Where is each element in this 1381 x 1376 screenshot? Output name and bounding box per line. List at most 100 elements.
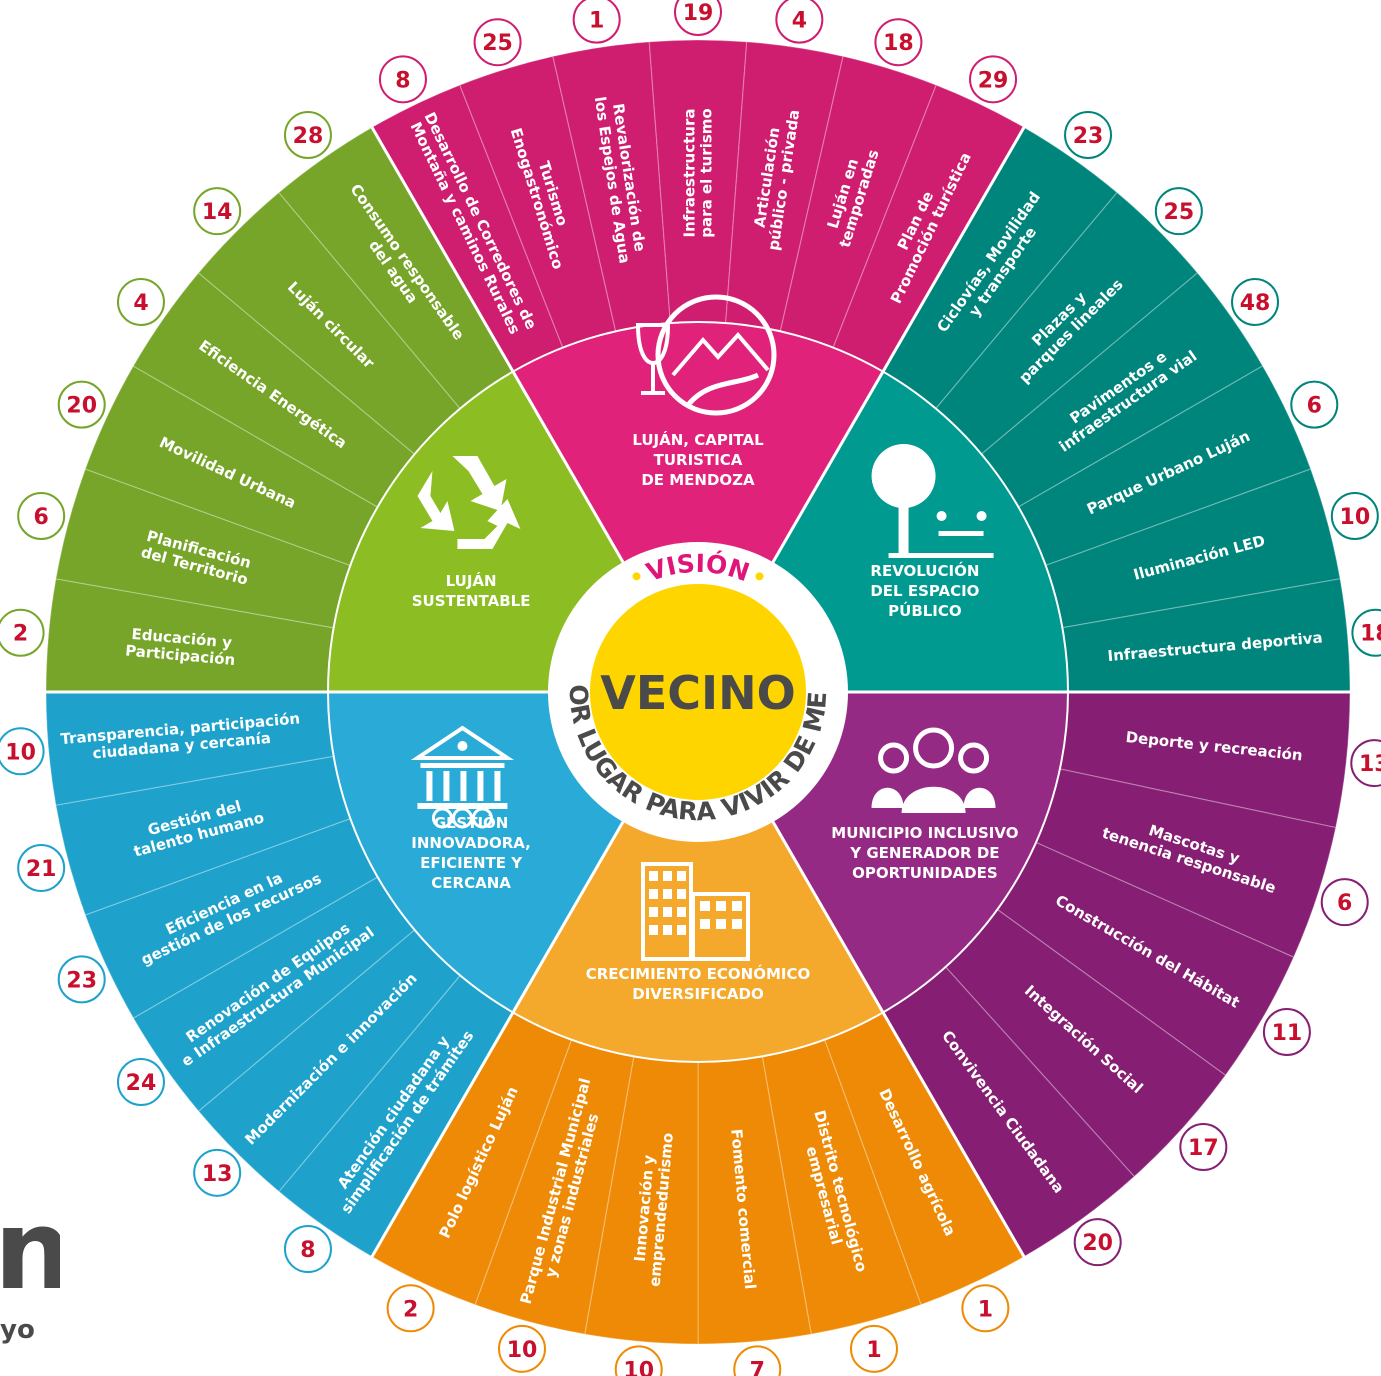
sector-title-line: DEL ESPACIO [870, 582, 979, 600]
sector-title-line: GESTIÓN [434, 813, 508, 832]
count-badge [17, 492, 66, 541]
count-badge [473, 18, 522, 67]
count-badge-value: 20 [1082, 1231, 1113, 1256]
count-badge-value: 10 [1340, 505, 1371, 530]
count-badge [733, 1345, 782, 1376]
count-badge-value: 1 [978, 1297, 993, 1322]
count-badge [849, 1324, 898, 1373]
sector-divider [370, 821, 625, 1258]
count-badge [1350, 739, 1381, 788]
count-badge [283, 110, 332, 159]
sector-title: LUJÁN, CAPITAL TURISTICA DE MENDOZA [632, 430, 764, 489]
count-badge-value: 2 [13, 622, 28, 647]
sector-economico [511, 689, 885, 1063]
count-badge [1064, 110, 1113, 159]
count-badge-value: 48 [1240, 291, 1271, 316]
count-badge-value: 4 [133, 291, 148, 316]
sector-title-line: OPORTUNIDADES [852, 864, 997, 882]
sector-turismo [511, 321, 885, 694]
sector-title-line: LUJÁN [446, 571, 497, 590]
item-label-line: Infraestructura [681, 109, 699, 238]
count-badge [17, 843, 66, 892]
count-badge [1179, 1123, 1228, 1172]
count-badge-value: 10 [623, 1358, 654, 1376]
count-badge-value: 10 [5, 740, 36, 765]
sector-title-line: CRECIMIENTO ECONÓMICO [586, 964, 811, 983]
count-badge [1154, 187, 1203, 236]
sector-title-line: LUJÁN, CAPITAL [632, 430, 764, 449]
count-badge [775, 0, 824, 44]
count-badge [572, 0, 621, 44]
sector-divider [771, 821, 1026, 1258]
tree-bench-icon [871, 444, 994, 558]
count-badge-value: 6 [34, 505, 49, 530]
count-badge [961, 1284, 1010, 1333]
buildings-icon [641, 862, 750, 961]
count-badge-value: 23 [1073, 124, 1104, 149]
count-badge [1320, 878, 1369, 927]
people-icon [871, 727, 996, 813]
count-badge-value: 23 [66, 968, 97, 993]
sector-title-line: SUSTENTABLE [412, 592, 531, 610]
count-badge [674, 0, 722, 36]
count-badge-value: 17 [1188, 1136, 1219, 1161]
count-badge [1262, 1008, 1311, 1056]
count-badge-value: 13 [202, 1162, 233, 1187]
count-badge-value: 11 [1272, 1021, 1303, 1046]
count-badge-value: 10 [507, 1338, 538, 1363]
logo-subtext: yo [0, 1315, 35, 1345]
sector-title-line: INNOVADORA, [411, 834, 531, 852]
sector-title-line: TURISTICA [654, 451, 743, 469]
count-badge [116, 1058, 165, 1107]
count-badge-value: 2 [403, 1297, 418, 1322]
sector-title: CRECIMIENTO ECONÓMICO DIVERSIFICADO [586, 964, 811, 1003]
count-badge [1073, 1218, 1122, 1267]
count-badge-value: 24 [126, 1071, 157, 1096]
count-badge-value: 25 [482, 31, 513, 56]
logo-fragment: n yo [0, 1190, 60, 1345]
count-badge-value: 28 [293, 124, 324, 149]
count-badge-value: 21 [26, 857, 57, 882]
count-badge-value: 6 [1307, 394, 1322, 419]
sector-divider [370, 126, 625, 563]
count-badge-value: 7 [750, 1358, 765, 1376]
count-badge [0, 608, 45, 657]
hub-core [590, 584, 806, 800]
count-badge-value: 14 [202, 200, 233, 225]
count-badge [1351, 608, 1381, 657]
decor-dot [632, 572, 641, 581]
sector-title-line: DE MENDOZA [641, 471, 755, 489]
count-badge-value: 25 [1164, 200, 1195, 225]
wine-landscape-icon [635, 294, 777, 416]
count-badge [498, 1324, 547, 1373]
count-badge [1330, 492, 1379, 541]
count-badge [57, 955, 106, 1004]
logo-letter: n [0, 1190, 60, 1314]
sector-title-line: DIVERSIFICADO [632, 985, 763, 1003]
count-badge-value: 18 [1360, 622, 1381, 647]
count-badge-value: 13 [1359, 752, 1381, 777]
sector-title: LUJÁN SUSTENTABLE [412, 571, 531, 610]
count-badge [1290, 380, 1339, 429]
sector-divider [771, 126, 1026, 563]
sector-title-line: PÚBLICO [888, 601, 962, 620]
count-badge [386, 1284, 435, 1333]
count-badge [969, 55, 1018, 104]
government-icon [410, 725, 515, 829]
count-badge [57, 380, 106, 429]
recycle-icon [417, 456, 521, 549]
count-badge [1231, 277, 1280, 326]
count-badge [0, 727, 45, 776]
count-badge-value: 19 [683, 1, 714, 26]
sector-title-line: CERCANA [431, 874, 511, 892]
decor-dot [755, 572, 764, 581]
count-badge [283, 1225, 332, 1274]
count-badge-value: 18 [883, 31, 914, 56]
count-badge-value: 20 [66, 394, 97, 419]
count-badge [614, 1345, 663, 1376]
count-badge-value: 8 [395, 68, 410, 93]
count-badge-value: 8 [300, 1238, 315, 1263]
